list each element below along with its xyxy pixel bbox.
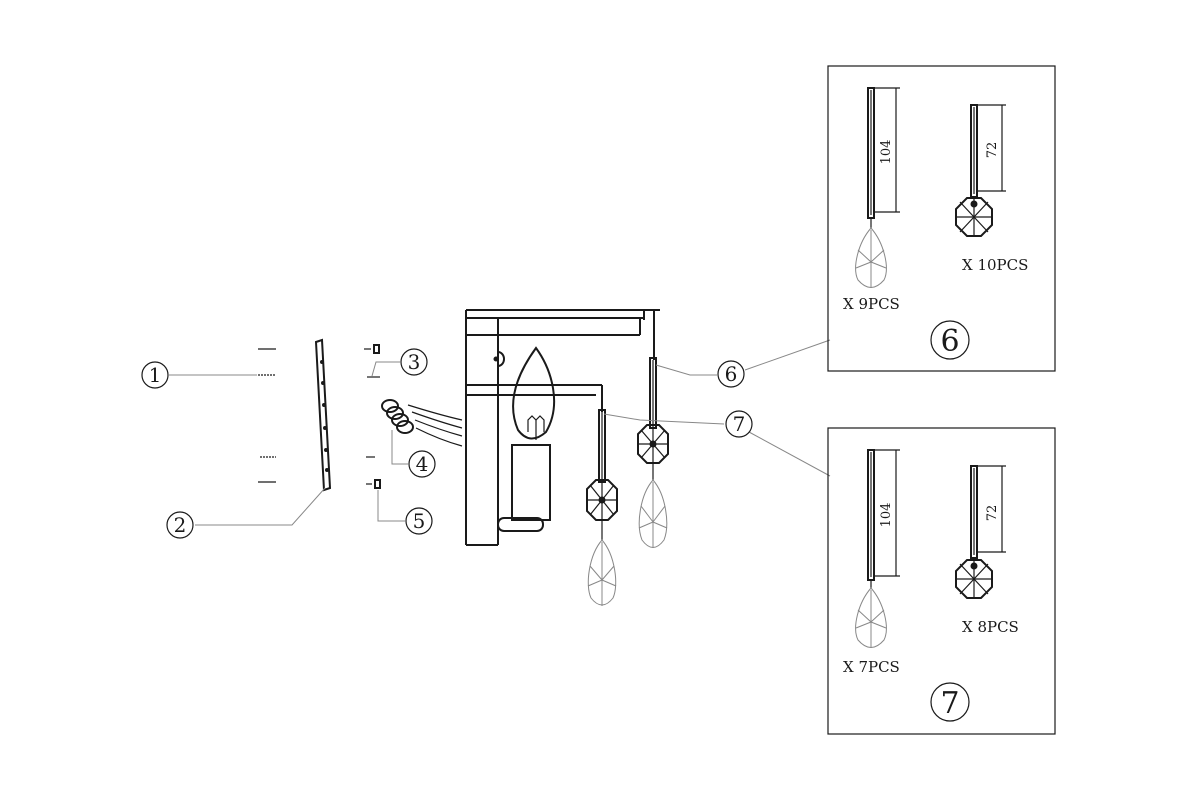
callout-3-label: 3 — [408, 350, 421, 374]
callout-5-label: 5 — [413, 509, 426, 533]
leader-7 — [603, 413, 831, 477]
leader-6 — [655, 339, 831, 376]
part-2-mounting-plate — [195, 338, 332, 526]
detail-box-6: 104 72 X 9PCS X 10PCS 6 — [827, 65, 1056, 372]
crystal-strand-left — [598, 409, 606, 483]
box7-qty-octagon: X 8PCS — [962, 618, 1019, 636]
callout-1: 1 — [141, 361, 169, 389]
box6-dim-long: 104 — [879, 140, 894, 165]
box7-dim-short: 72 — [985, 505, 1000, 522]
teardrop-crystal-left — [587, 520, 617, 606]
callout-6: 6 — [717, 360, 745, 388]
callout-6-label: 6 — [725, 362, 738, 386]
part-4-wire-connectors — [366, 399, 463, 465]
box7-qty-teardrop: X 7PCS — [843, 658, 900, 676]
fixture-body — [465, 309, 660, 546]
callout-5: 5 — [405, 507, 433, 535]
box7-number: 7 — [940, 686, 959, 721]
callout-7: 7 — [725, 410, 753, 438]
callout-7-label: 7 — [733, 412, 746, 436]
crystal-strand-right — [649, 357, 657, 429]
octagon-crystal-right — [637, 424, 669, 464]
callout-3: 3 — [400, 348, 428, 376]
callout-4-label: 4 — [416, 452, 429, 476]
callout-2: 2 — [166, 511, 194, 539]
box7-dim-long: 104 — [879, 503, 894, 528]
detail-box-7: 104 72 X 7PCS X 8PCS 7 — [827, 427, 1056, 735]
box6-dim-short: 72 — [985, 142, 1000, 159]
teardrop-crystal-right — [638, 463, 668, 548]
callout-4: 4 — [408, 450, 436, 478]
octagon-crystal-left — [586, 479, 618, 521]
part-3-nut — [364, 344, 400, 378]
part-1-screws — [169, 348, 276, 483]
box6-qty-octagon: X 10PCS — [962, 256, 1028, 274]
box6-qty-teardrop: X 9PCS — [843, 295, 900, 313]
callout-1-label: 1 — [149, 363, 162, 387]
part-5-cap-nut — [366, 479, 405, 522]
callout-2-label: 2 — [174, 513, 187, 537]
box6-number: 6 — [940, 324, 959, 359]
